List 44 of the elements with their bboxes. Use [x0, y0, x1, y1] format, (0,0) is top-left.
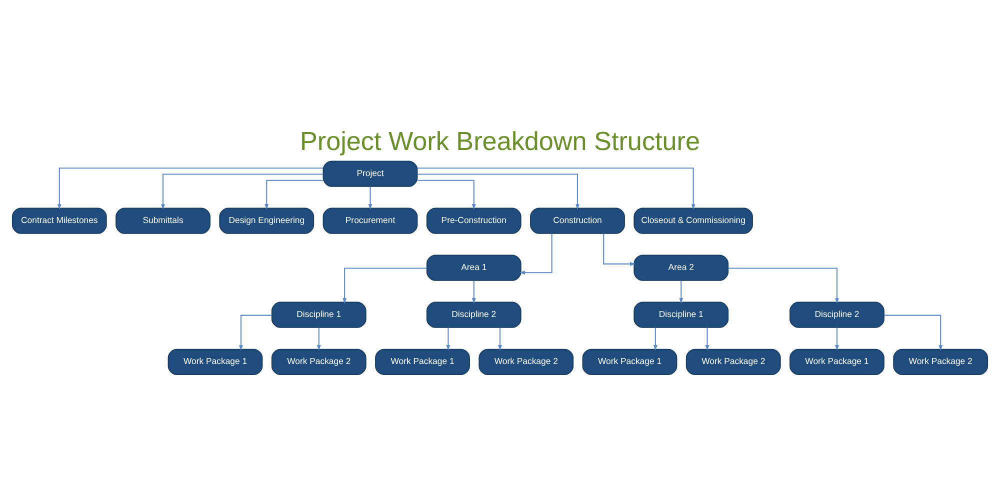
arrow [417, 174, 580, 210]
arrow [884, 314, 943, 351]
node-box: Work Package 1 [375, 348, 470, 375]
arrow [472, 280, 476, 304]
node-box: Work Package 2 [893, 348, 988, 375]
node-box: Work Package 1 [168, 348, 263, 375]
arrow [446, 328, 450, 351]
node-box: Project [322, 160, 418, 187]
arrow [368, 186, 372, 210]
arrow [161, 174, 324, 210]
node-box: Closeout & Commissioning [634, 208, 753, 234]
arrow [679, 280, 684, 304]
arrow [264, 180, 323, 210]
node-box: Work Package 2 [478, 348, 574, 375]
node-box: Area 2 [634, 254, 729, 281]
arrow [728, 268, 839, 304]
node-box: Submittals [116, 208, 210, 234]
arrow [603, 234, 636, 266]
node-box: Discipline 1 [634, 302, 729, 328]
node-box: Discipline 2 [790, 302, 884, 328]
diagram-title: Project Work Breakdown Structure [300, 126, 700, 156]
node-box: Design Engineering [219, 208, 314, 234]
arrow [57, 168, 324, 210]
node-box: Area 1 [426, 254, 522, 281]
node-box: Work Package 2 [686, 348, 781, 375]
arrow [653, 328, 658, 351]
arrow [519, 234, 552, 275]
node-box: Procurement [322, 208, 418, 234]
arrow [342, 268, 427, 304]
arrow [418, 168, 696, 210]
node-box: Construction [530, 208, 625, 234]
node-box: Discipline 2 [426, 302, 522, 328]
node-box: Work Package 2 [271, 348, 366, 375]
node-box: Discipline 1 [271, 302, 366, 328]
arrow [705, 328, 710, 351]
node-box: Contract Milestones [12, 208, 107, 234]
arrow [835, 328, 839, 351]
node-box: Pre-Construction [426, 208, 522, 234]
arrow [498, 328, 502, 351]
arrow [239, 314, 272, 351]
arrow [418, 180, 476, 210]
node-box: Work Package 1 [582, 348, 678, 375]
arrow [316, 328, 321, 351]
node-box: Work Package 1 [790, 348, 884, 375]
